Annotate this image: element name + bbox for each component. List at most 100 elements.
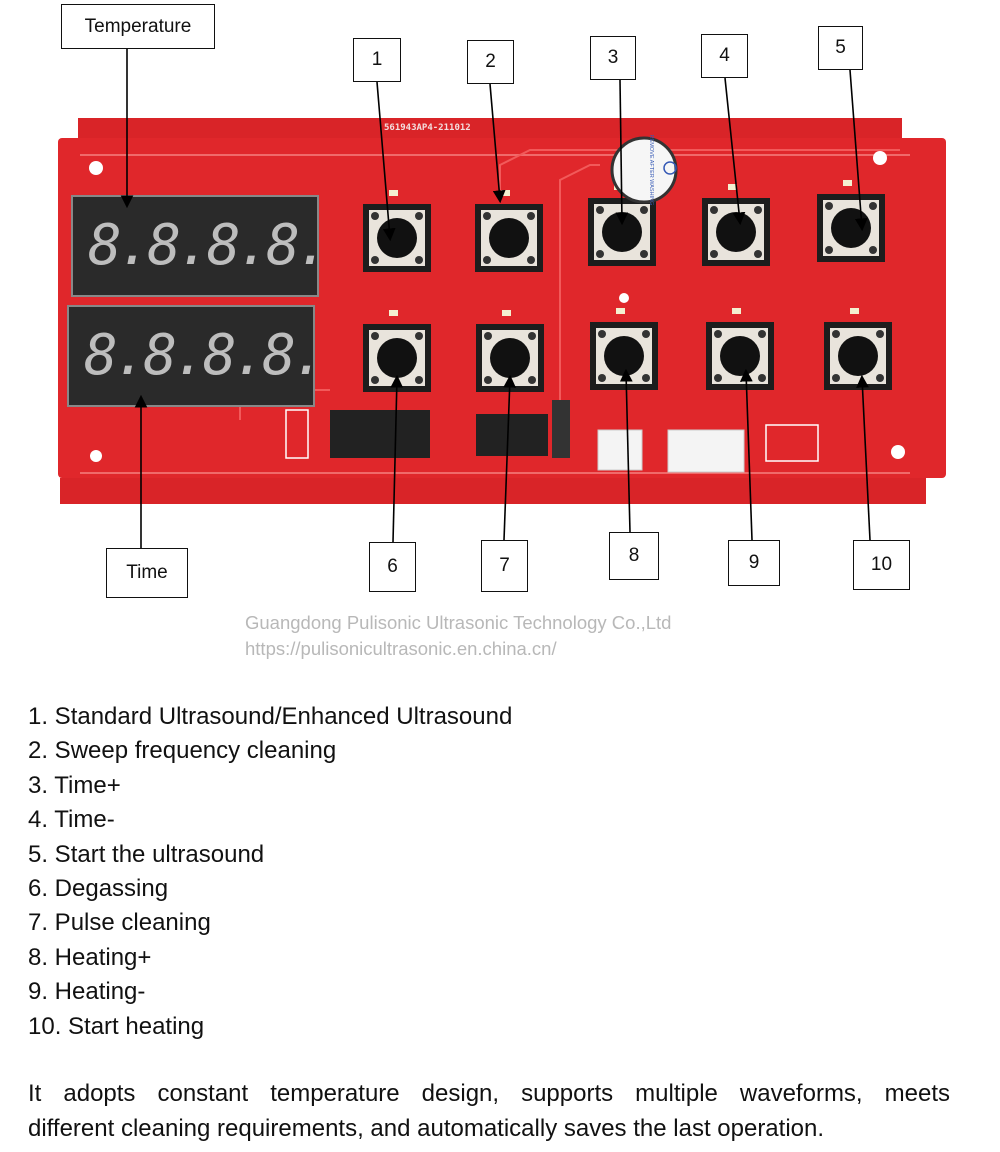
button-dot xyxy=(640,250,648,258)
label-temperature: Temperature xyxy=(61,4,215,49)
led xyxy=(501,190,510,196)
button-cap xyxy=(838,336,878,376)
button-dot xyxy=(371,256,379,264)
callout-7: 7 xyxy=(481,540,528,592)
button-dot xyxy=(754,206,762,214)
label-time: Time xyxy=(106,548,188,598)
button-dot xyxy=(640,206,648,214)
button-dot xyxy=(876,330,884,338)
list-item: 8. Heating+ xyxy=(28,943,152,971)
callout-line xyxy=(503,374,517,541)
button-cap xyxy=(377,218,417,258)
button-dot xyxy=(714,330,722,338)
button-dot xyxy=(415,212,423,220)
button-dot xyxy=(642,374,650,382)
button-dot xyxy=(371,376,379,384)
callout-line xyxy=(619,368,633,533)
led xyxy=(389,190,398,196)
button-dot xyxy=(598,330,606,338)
button-dot xyxy=(832,374,840,382)
watermark-company: Guangdong Pulisonic Ultrasonic Technolog… xyxy=(245,612,672,633)
ic-chips xyxy=(285,400,819,473)
list-item: 2. Sweep frequency cleaning xyxy=(28,737,337,765)
mount-hole xyxy=(873,151,887,165)
button-cap xyxy=(490,338,530,378)
description-line: It adopts constant temperature design, s… xyxy=(28,1080,950,1107)
button-dot xyxy=(876,374,884,382)
watermark-url: https://pulisonicultrasonic.en.china.cn/ xyxy=(245,638,557,659)
list-item: 9. Heating- xyxy=(28,978,146,1006)
tactile-buttons xyxy=(363,180,892,392)
callout-4: 4 xyxy=(701,34,748,78)
time-digits: 8.8.8.8. xyxy=(84,323,326,388)
button-dot xyxy=(484,376,492,384)
callout-2: 2 xyxy=(467,40,514,84)
callout-line xyxy=(856,374,871,541)
callout-1: 1 xyxy=(353,38,401,82)
plus-icon xyxy=(663,161,677,175)
buzzer-label: REMOVE AFTER WASHING xyxy=(648,135,654,206)
button-dot xyxy=(642,330,650,338)
callout-line xyxy=(615,79,629,226)
callout-3: 3 xyxy=(590,36,636,80)
list-item: 5. Start the ultrasound xyxy=(28,840,265,868)
button-dot xyxy=(483,212,491,220)
button-dot xyxy=(758,374,766,382)
callout-5: 5 xyxy=(818,26,863,70)
description: It adopts constant temperature design, s… xyxy=(28,1077,950,1146)
led xyxy=(850,308,859,314)
button-dot xyxy=(484,332,492,340)
list-item: 3. Time+ xyxy=(28,771,121,799)
callout-lines xyxy=(120,48,871,548)
button-dot xyxy=(598,374,606,382)
button-2 xyxy=(475,190,543,272)
button-dot xyxy=(832,330,840,338)
button-dot xyxy=(415,376,423,384)
button-dot xyxy=(710,206,718,214)
button-dot xyxy=(869,202,877,210)
list-item: 10. Start heating xyxy=(28,1012,205,1040)
display-time xyxy=(67,305,315,407)
led xyxy=(389,310,398,316)
mount-hole xyxy=(891,445,905,459)
button-dot xyxy=(371,212,379,220)
buzzer: REMOVE AFTER WASHING xyxy=(610,135,678,206)
button-cap xyxy=(716,212,756,252)
temperature-digits: 8.8.8.8. xyxy=(88,213,330,278)
led xyxy=(843,180,852,186)
button-cap xyxy=(489,218,529,258)
button-cap xyxy=(831,208,871,248)
led xyxy=(728,184,737,190)
button-1 xyxy=(363,190,431,272)
list-item: 1. Standard Ultrasound/Enhanced Ultrasou… xyxy=(28,703,513,730)
button-dot xyxy=(415,332,423,340)
button-dot xyxy=(415,256,423,264)
button-dot xyxy=(483,256,491,264)
button-dot xyxy=(754,250,762,258)
button-dot xyxy=(825,246,833,254)
seven-segment-displays xyxy=(67,195,319,407)
callout-line xyxy=(849,69,868,232)
button-cap xyxy=(720,336,760,376)
button-dot xyxy=(869,246,877,254)
list-item: 7. Pulse cleaning xyxy=(28,909,211,937)
button-dot xyxy=(371,332,379,340)
button-dot xyxy=(710,250,718,258)
button-cap xyxy=(377,338,417,378)
callout-line xyxy=(376,81,396,242)
button-dot xyxy=(527,212,535,220)
button-cap xyxy=(604,336,644,376)
button-dot xyxy=(825,202,833,210)
function-list: 1. Standard Ultrasound/Enhanced Ultrasou… xyxy=(28,700,512,1044)
button-7 xyxy=(476,310,544,392)
button-4 xyxy=(702,184,770,266)
led xyxy=(732,308,741,314)
list-item: 4. Time- xyxy=(28,806,115,834)
callout-10: 10 xyxy=(853,540,910,590)
callout-9: 9 xyxy=(728,540,780,586)
mount-hole xyxy=(89,161,103,175)
callout-6: 6 xyxy=(369,542,416,592)
list-item: 6. Degassing xyxy=(28,875,169,903)
button-dot xyxy=(527,256,535,264)
pcb-code: 561943AP4-211012 xyxy=(384,123,471,133)
